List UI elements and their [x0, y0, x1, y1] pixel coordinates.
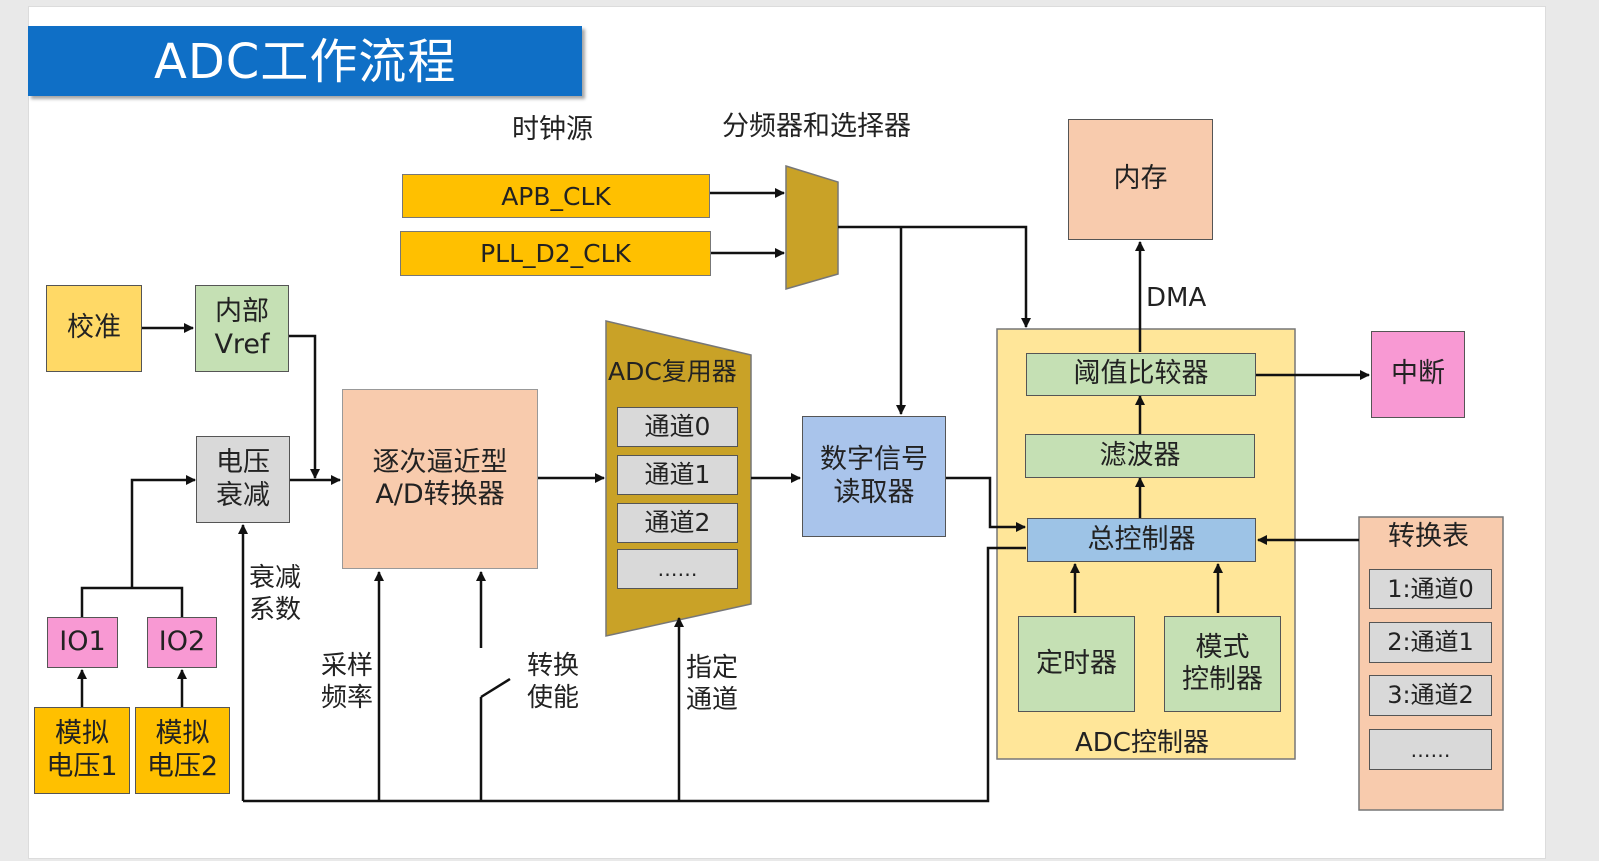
analog-voltage-1-block: 模拟 电压1 [34, 707, 130, 794]
timer-label: 定时器 [1036, 647, 1117, 679]
clock-divider-selector-shape [785, 164, 839, 290]
title-bar [28, 26, 582, 96]
convert-enable-label: 转换 使能 [527, 651, 580, 713]
mode-controller-block: 模式 控制器 [1164, 616, 1281, 712]
conversion-table-title: 转换表 [1388, 521, 1469, 552]
apb-clk-block: APB_CLK [402, 174, 710, 218]
mux-channel-more-label: …… [657, 557, 698, 581]
filter-block: 滤波器 [1025, 434, 1255, 478]
mux-channel-2: 通道2 [617, 503, 738, 543]
mux-channel-1: 通道1 [617, 455, 738, 495]
mux-channel-0-label: 通道0 [644, 412, 711, 441]
conversion-table-item-3: 3:通道2 [1369, 675, 1492, 716]
analog-voltage-1-label: 模拟 电压1 [46, 718, 118, 782]
timer-block: 定时器 [1018, 616, 1135, 712]
page-title: ADC工作流程 [154, 34, 457, 90]
io1-block: IO1 [47, 617, 118, 668]
clock-source-label: 时钟源 [512, 114, 593, 145]
sample-rate-label: 采样 频率 [321, 651, 374, 713]
adc-mux-label: ADC复用器 [608, 357, 737, 386]
conversion-table-item-1: 1:通道0 [1369, 569, 1492, 609]
digital-signal-reader-block: 数字信号 读取器 [802, 416, 946, 537]
pll-d2-clk-block: PLL_D2_CLK [400, 231, 711, 276]
attenuation-coefficient-label: 衰减 系数 [249, 563, 302, 625]
mode-controller-label: 模式 控制器 [1182, 631, 1263, 695]
interrupt-block: 中断 [1371, 331, 1465, 418]
dma-label: DMA [1146, 283, 1207, 313]
calibration-label: 校准 [67, 312, 121, 344]
io2-label: IO2 [158, 626, 206, 658]
io1-label: IO1 [59, 626, 106, 658]
voltage-attenuation-label: 电压 衰减 [216, 447, 270, 511]
internal-vref-label: 内部 Vref [214, 296, 270, 360]
io2-block: IO2 [147, 617, 217, 668]
master-controller-label: 总控制器 [1087, 523, 1196, 555]
mux-channel-2-label: 通道2 [644, 508, 711, 537]
mux-channel-1-label: 通道1 [644, 460, 711, 489]
threshold-comparator-label: 阈值比较器 [1073, 358, 1209, 390]
memory-label: 内存 [1113, 163, 1168, 195]
analog-voltage-2-label: 模拟 电压2 [146, 718, 219, 782]
mux-channel-0: 通道0 [617, 407, 738, 447]
interrupt-label: 中断 [1391, 358, 1445, 390]
digital-signal-reader-label: 数字信号 读取器 [820, 444, 928, 508]
conversion-table-item-more: …… [1369, 729, 1492, 770]
threshold-comparator-block: 阈值比较器 [1026, 353, 1256, 396]
filter-label: 滤波器 [1099, 439, 1181, 471]
specify-channel-label: 指定 通道 [686, 653, 739, 715]
sar-adc-block: 逐次逼近型 A/D转换器 [342, 389, 538, 569]
divider-selector-label: 分频器和选择器 [722, 111, 911, 142]
conversion-table-item-1-label: 1:通道0 [1387, 574, 1474, 603]
voltage-attenuation-block: 电压 衰减 [196, 436, 290, 523]
sar-adc-label: 逐次逼近型 A/D转换器 [372, 446, 508, 510]
calibration-block: 校准 [46, 285, 142, 372]
mux-channel-more: …… [617, 549, 738, 589]
conversion-table-item-2-label: 2:通道1 [1387, 628, 1474, 657]
conversion-table-item-2: 2:通道1 [1369, 622, 1492, 663]
conversion-table-item-more-label: …… [1410, 737, 1451, 762]
memory-block: 内存 [1068, 119, 1213, 240]
conversion-table-item-3-label: 3:通道2 [1387, 681, 1474, 710]
master-controller-block: 总控制器 [1027, 518, 1256, 562]
analog-voltage-2-block: 模拟 电压2 [135, 707, 230, 794]
adc-controller-label: ADC控制器 [1075, 728, 1209, 758]
internal-vref-block: 内部 Vref [195, 285, 289, 372]
